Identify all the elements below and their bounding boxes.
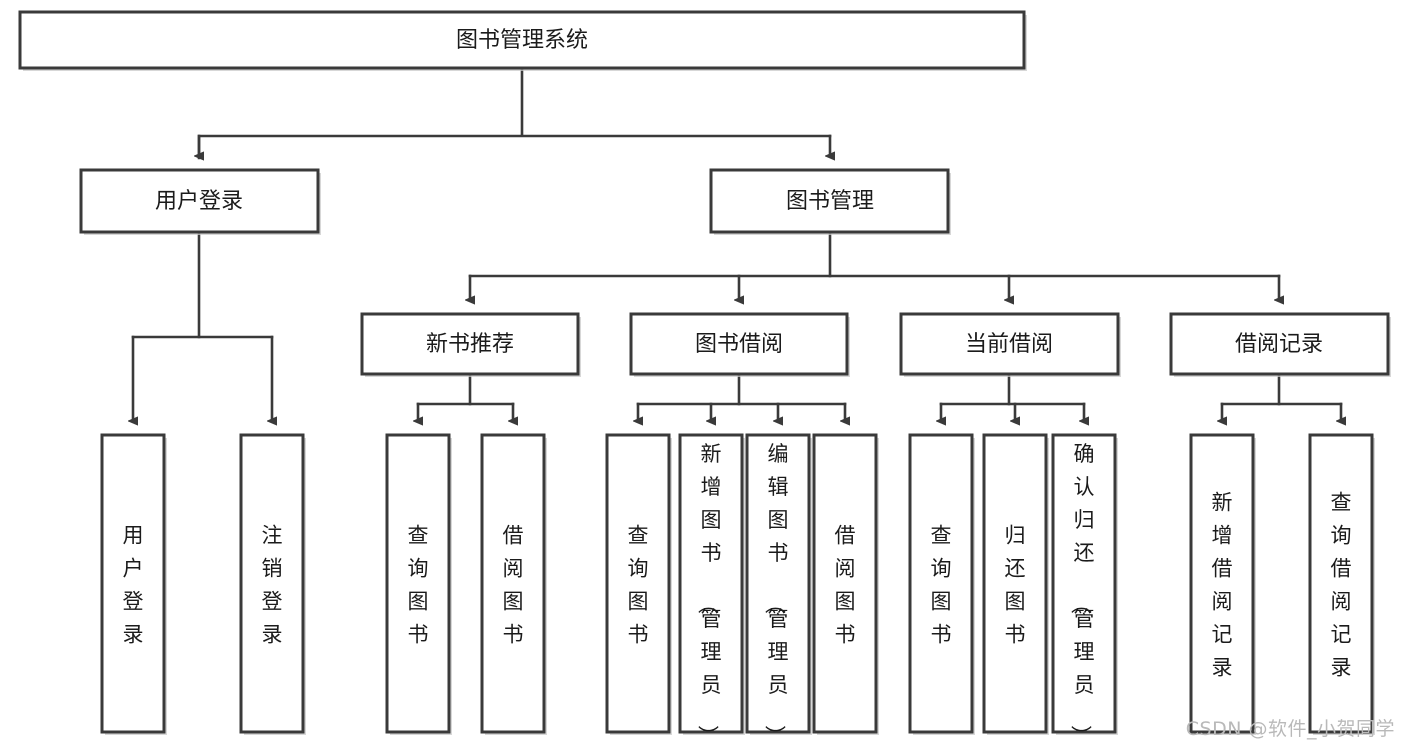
node-leaf-user-login[interactable]: 用户登录 xyxy=(100,433,167,735)
node-leaf-add-book[interactable]: 新增图书（管理员） xyxy=(678,433,745,746)
node-leaf-edit-book-label: 编辑图书（管理员） xyxy=(763,442,789,746)
node-book-borrow[interactable]: 图书借阅 xyxy=(629,312,850,377)
node-new-book-rec-label: 新书推荐 xyxy=(426,332,514,357)
node-root-label: 图书管理系统 xyxy=(456,28,588,53)
node-leaf-add-record-label: 新增借阅记录 xyxy=(1212,491,1233,680)
node-current-borrow-label: 当前借阅 xyxy=(965,332,1053,357)
node-leaf-query-record-label: 查询借阅记录 xyxy=(1331,491,1352,680)
node-leaf-query-book-3-label: 查询图书 xyxy=(931,524,952,647)
node-user-login[interactable]: 用户登录 xyxy=(79,168,321,235)
node-leaf-edit-book[interactable]: 编辑图书（管理员） xyxy=(745,433,812,746)
node-current-borrow[interactable]: 当前借阅 xyxy=(899,312,1121,377)
edge-root-to-level1-bus xyxy=(197,66,832,160)
node-user-login-label: 用户登录 xyxy=(155,189,243,214)
node-book-borrow-label: 图书借阅 xyxy=(695,332,783,357)
node-borrow-record-label: 借阅记录 xyxy=(1235,332,1323,357)
leaf-node-layer: 用户登录 注销登录 查询图书 借阅图书 查询图书 新增图书（管理员） 编辑图书（管理员） 借阅… xyxy=(100,433,1375,746)
node-book-manage-label: 图书管理 xyxy=(786,189,874,214)
node-leaf-borrow-book-1-label: 借阅图书 xyxy=(503,524,524,647)
node-leaf-user-login-label: 用户登录 xyxy=(123,524,144,647)
node-leaf-query-book-3[interactable]: 查询图书 xyxy=(908,433,975,735)
node-leaf-return-book-label: 归还图书 xyxy=(1005,524,1026,647)
node-borrow-record[interactable]: 借阅记录 xyxy=(1169,312,1391,377)
node-leaf-query-book-2-label: 查询图书 xyxy=(628,524,649,647)
node-book-manage[interactable]: 图书管理 xyxy=(709,168,951,235)
node-leaf-borrow-book-2-label: 借阅图书 xyxy=(835,524,856,647)
node-new-book-rec[interactable]: 新书推荐 xyxy=(360,312,581,377)
node-leaf-confirm-return[interactable]: 确认归还（管理员） xyxy=(1051,433,1118,746)
node-leaf-return-book[interactable]: 归还图书 xyxy=(982,433,1049,735)
node-leaf-query-book-2[interactable]: 查询图书 xyxy=(605,433,672,735)
node-leaf-logout[interactable]: 注销登录 xyxy=(239,433,306,735)
node-leaf-logout-label: 注销登录 xyxy=(262,524,283,647)
node-leaf-add-book-label: 新增图书（管理员） xyxy=(696,442,722,746)
node-leaf-borrow-book-1[interactable]: 借阅图书 xyxy=(480,433,547,735)
node-leaf-borrow-book-2[interactable]: 借阅图书 xyxy=(812,433,879,735)
node-leaf-query-book-1[interactable]: 查询图书 xyxy=(385,433,452,735)
node-leaf-query-book-1-label: 查询图书 xyxy=(408,524,429,647)
edge-layer xyxy=(133,66,1341,421)
node-leaf-confirm-return-label: 确认归还（管理员） xyxy=(1069,442,1095,746)
node-root[interactable]: 图书管理系统 xyxy=(18,10,1027,71)
node-leaf-add-record[interactable]: 新增借阅记录 xyxy=(1189,433,1256,735)
node-leaf-query-record[interactable]: 查询借阅记录 xyxy=(1308,433,1375,735)
